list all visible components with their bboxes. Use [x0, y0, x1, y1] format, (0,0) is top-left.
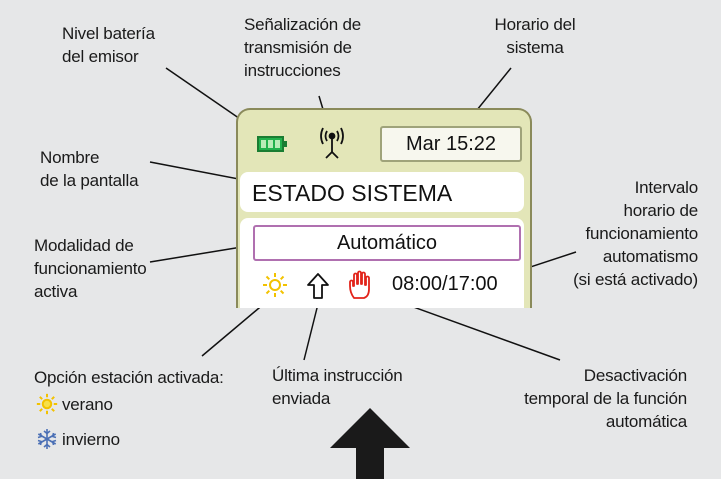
label-transmission: Señalización de transmisión de instrucci… — [244, 15, 362, 80]
sun-icon — [263, 273, 287, 297]
label-winter: invierno — [62, 430, 120, 449]
big-up-arrow-icon — [330, 408, 410, 479]
snowflake-icon — [37, 429, 57, 449]
label-last-instruction: Última instrucción enviada — [272, 366, 403, 408]
label-mode: Modalidad de funcionamiento activa — [34, 236, 147, 301]
time-range: 08:00/17:00 — [392, 273, 498, 295]
label-screen-name: Nombre de la pantalla — [40, 148, 139, 190]
screen-title: ESTADO SISTEMA — [240, 172, 524, 212]
label-summer: verano — [62, 395, 113, 414]
up-arrow-icon — [307, 273, 329, 299]
hand-icon — [349, 270, 370, 299]
antenna-icon — [320, 127, 344, 159]
system-clock: Mar 15:22 — [380, 126, 522, 162]
label-deactivation: Desactivación temporal de la función aut… — [524, 366, 687, 431]
label-system-time: Horario del sistema — [494, 15, 576, 57]
mode-indicator: Automático — [253, 225, 521, 261]
label-interval: Intervalo horario de funcionamiento auto… — [573, 178, 698, 289]
sun-icon — [36, 393, 58, 415]
label-season-option: Opción estación activada: — [34, 368, 224, 387]
battery-icon — [257, 136, 287, 152]
label-battery: Nivel batería del emisor — [62, 24, 155, 66]
